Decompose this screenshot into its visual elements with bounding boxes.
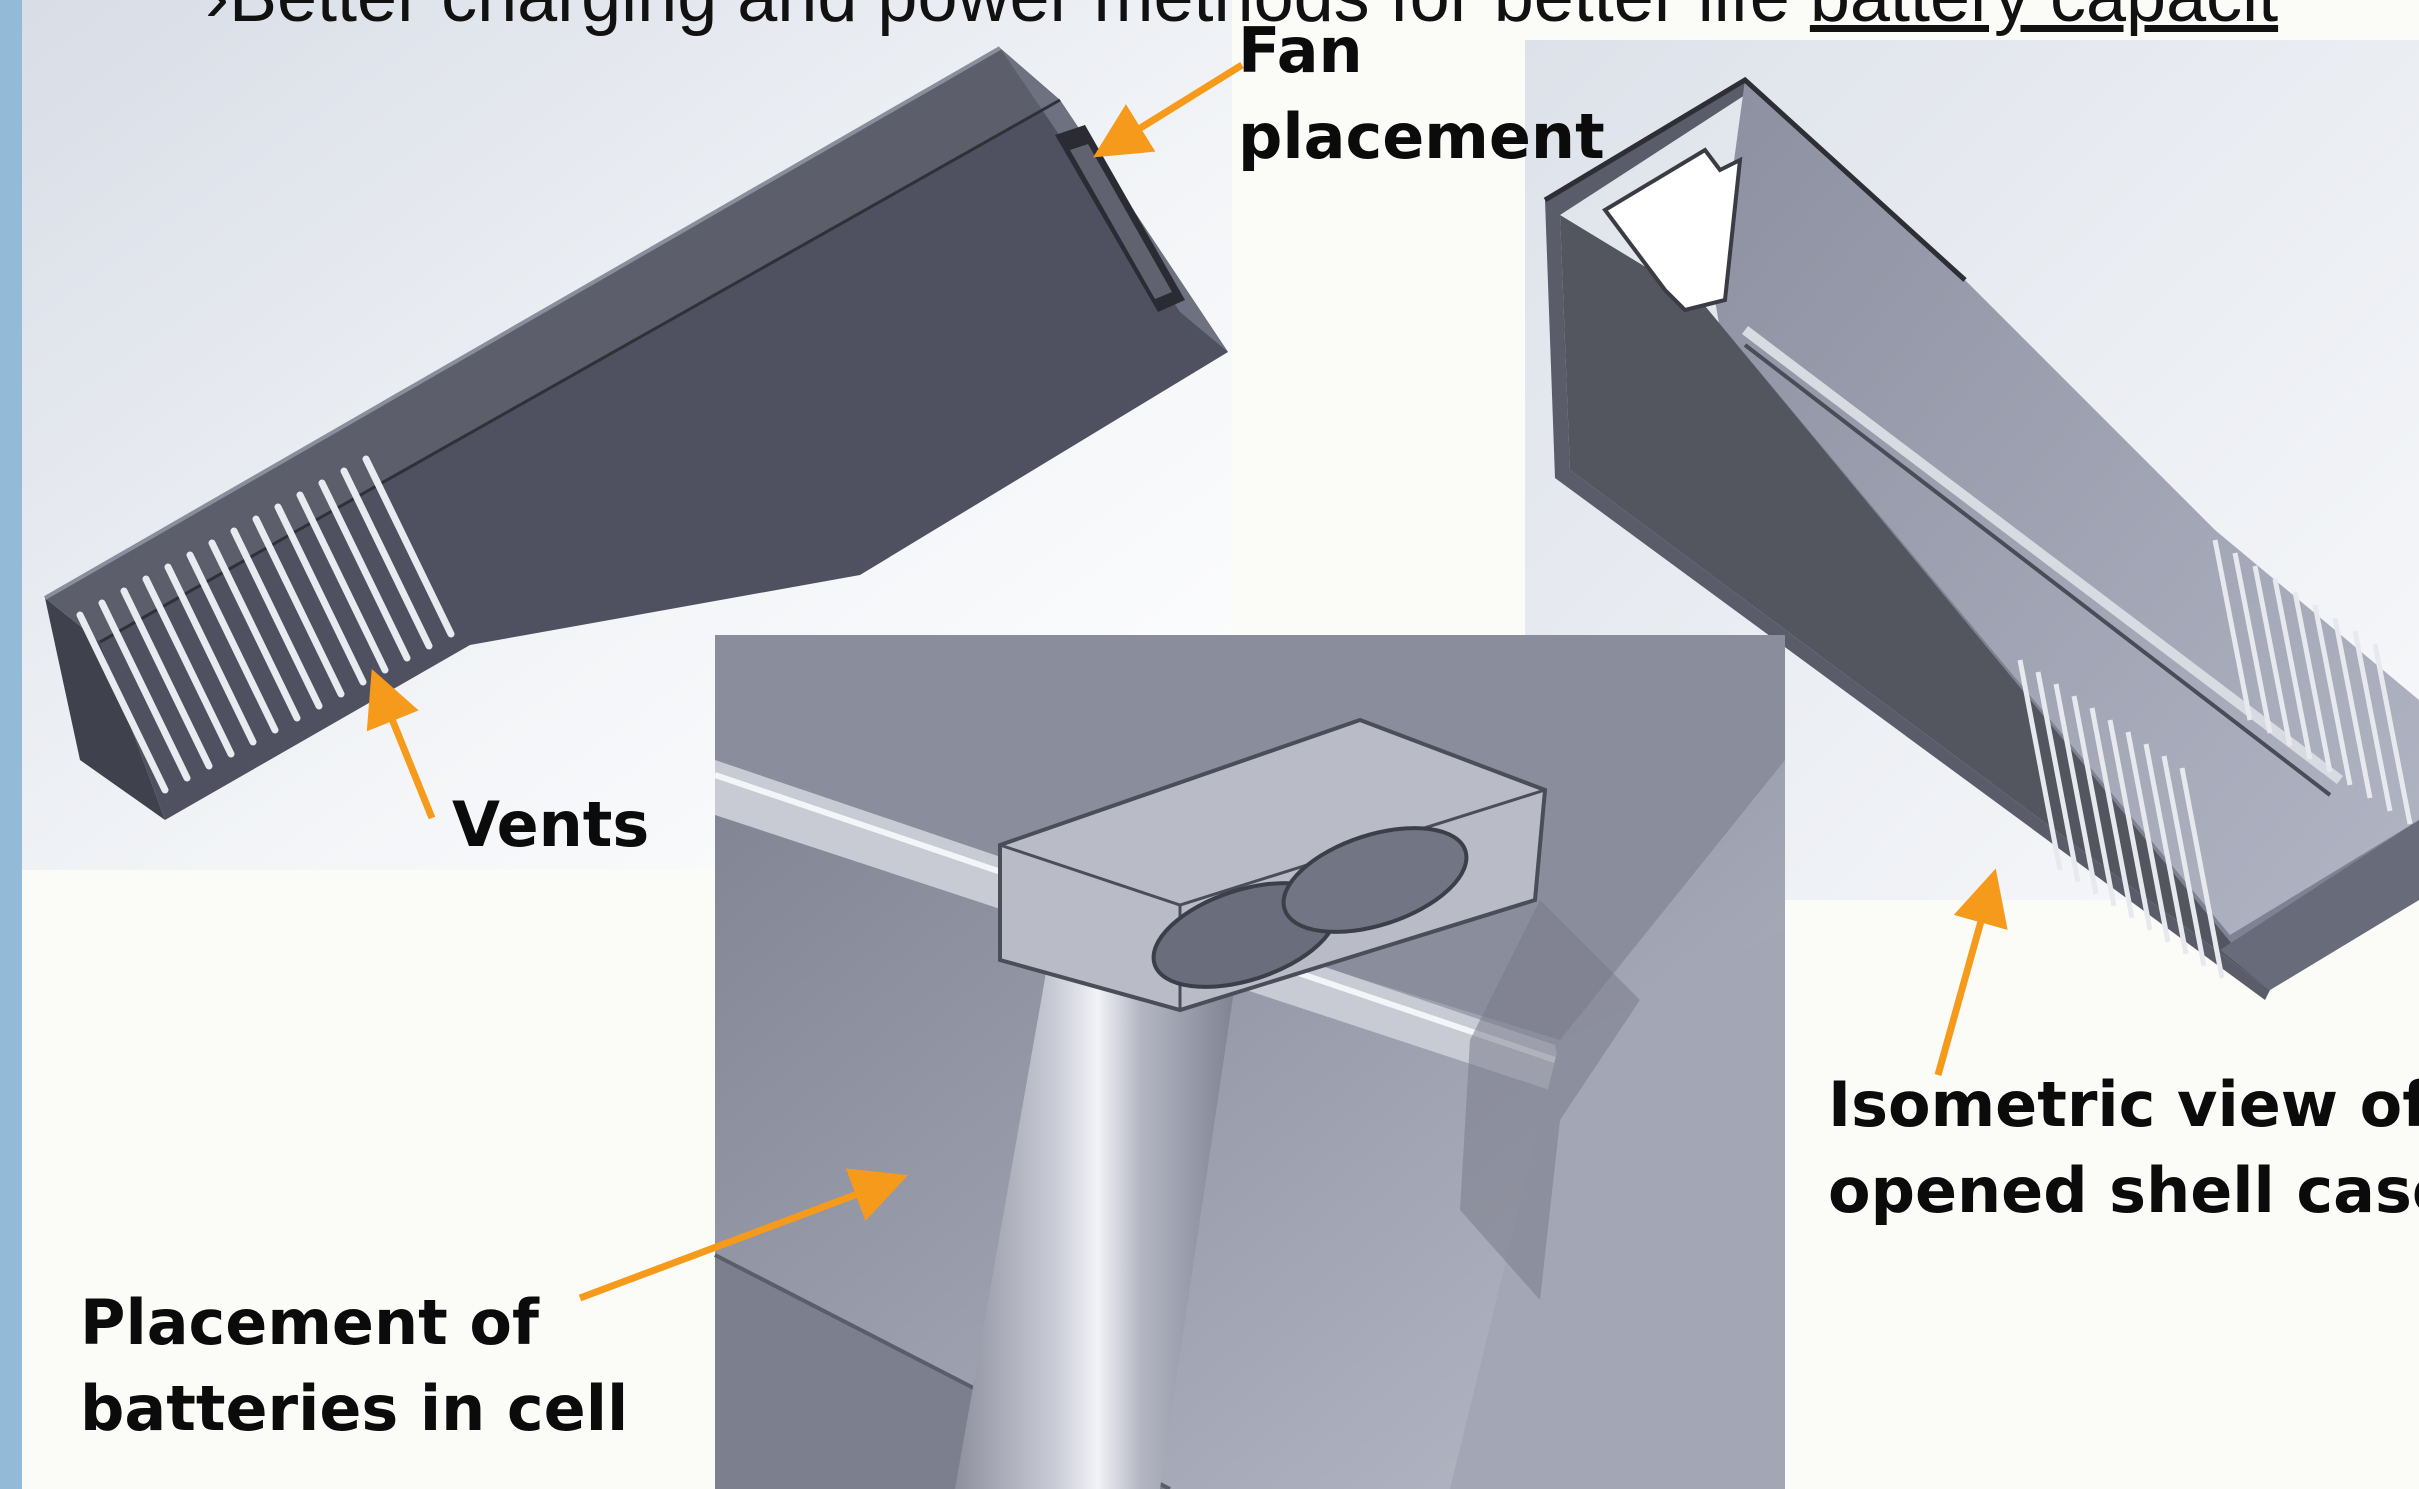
header-text-underlined: battery capacit bbox=[1810, 0, 2278, 37]
arrow-batteries bbox=[578, 1168, 909, 1302]
label-fan-line-1: Fan bbox=[1238, 14, 1363, 87]
label-battery-placement: Placement of batteries in cell bbox=[80, 1280, 628, 1452]
slide-side-bar bbox=[0, 0, 22, 1489]
label-vents-line-1: Vents bbox=[452, 788, 650, 861]
side-vent-slots bbox=[2017, 539, 2413, 979]
closed-shell-model bbox=[44, 46, 1228, 820]
header-text-main: ›Better charging and power methods for b… bbox=[205, 0, 1810, 37]
label-batteries-line-2: batteries in cell bbox=[80, 1372, 629, 1445]
arrow-vents bbox=[366, 669, 436, 820]
label-isometric-view: Isometric view of opened shell case bbox=[1828, 1062, 2419, 1234]
opened-shell-model bbox=[1543, 76, 2419, 1000]
label-isometric-line-2: opened shell case bbox=[1828, 1154, 2419, 1227]
vent-slots bbox=[76, 455, 455, 794]
arrow-fan bbox=[1093, 62, 1244, 158]
label-fan-placement: Fan placement bbox=[1238, 8, 1605, 180]
arrow-isometric bbox=[1934, 868, 2008, 1076]
label-vents: Vents bbox=[452, 782, 649, 868]
label-isometric-line-1: Isometric view of bbox=[1828, 1068, 2419, 1141]
label-batteries-line-1: Placement of bbox=[80, 1286, 539, 1359]
callout-arrows bbox=[366, 62, 2008, 1302]
label-fan-line-2: placement bbox=[1238, 100, 1605, 173]
slide-header-text: ›Better charging and power methods for b… bbox=[205, 0, 2278, 38]
battery-cell-closeup bbox=[714, 635, 1785, 1489]
